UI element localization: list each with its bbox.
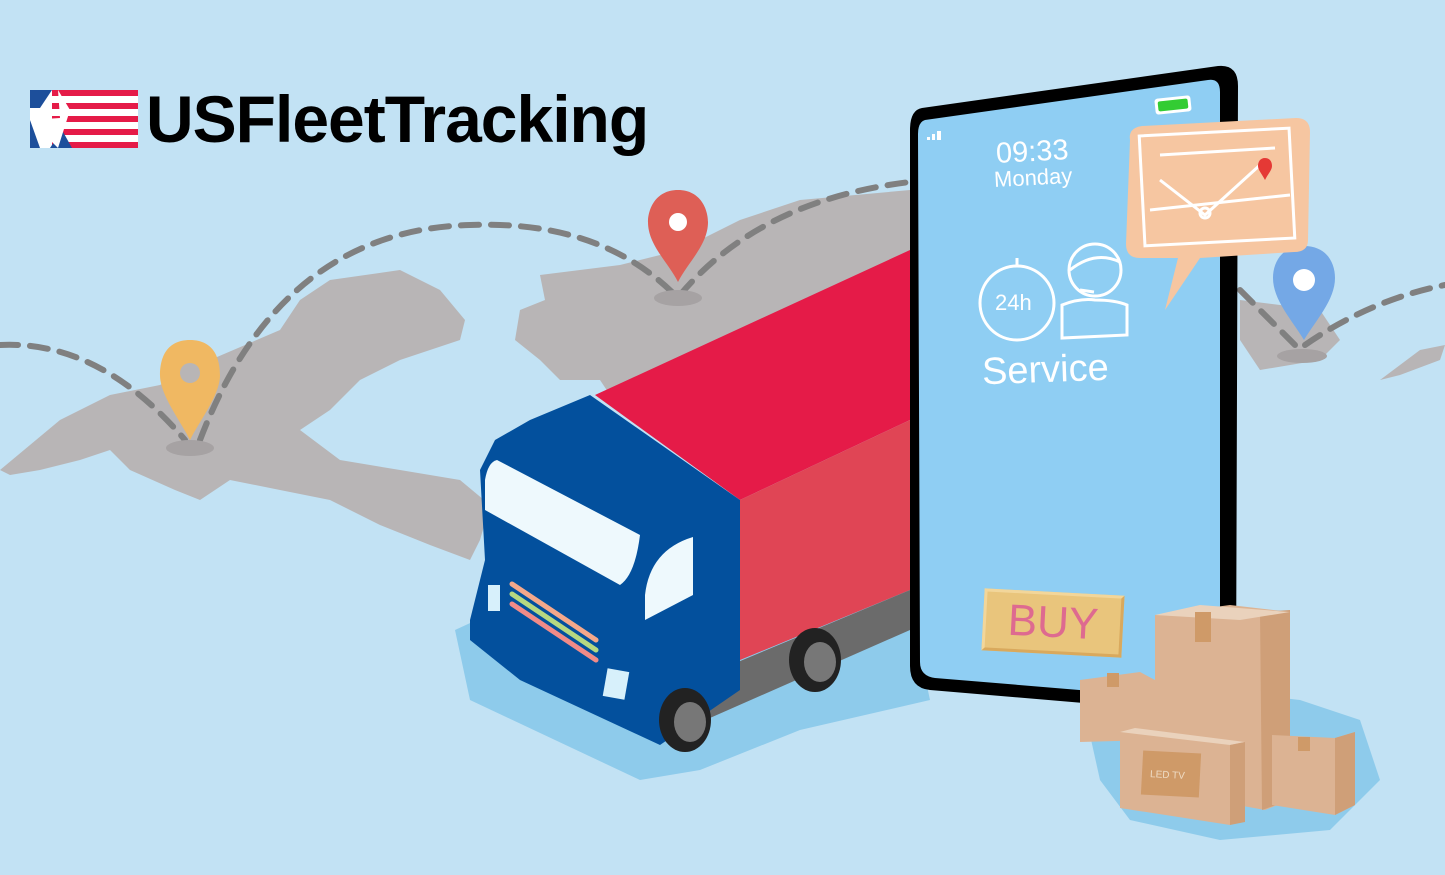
led-tv-box-label: LED TV [1149,769,1186,782]
service-hours-badge: 24h [995,290,1032,315]
phone-clock-day: Monday [993,162,1073,193]
blue-pin-icon [1273,246,1335,363]
map-pin-icon [1258,158,1272,180]
buy-button[interactable]: BUY [981,588,1125,658]
signal-icon [927,131,941,140]
wheel-rear [789,628,841,692]
service-label: Service [981,346,1110,394]
support-agent-icon [1060,242,1129,340]
clock-24h-icon [978,258,1056,342]
wheel-front [659,688,711,752]
red-pin-icon [648,190,708,306]
world-map [0,190,1445,560]
us-flag-icon [30,90,138,148]
delivery-truck [470,250,910,752]
cardboard-boxes [1080,605,1355,825]
route-lines [0,179,1445,443]
map-chat-bubble [1126,118,1310,310]
brand-logo[interactable]: USFleetTracking [30,82,649,156]
yellow-pin-icon [160,340,220,456]
brand-name: USFleetTracking [146,82,649,156]
